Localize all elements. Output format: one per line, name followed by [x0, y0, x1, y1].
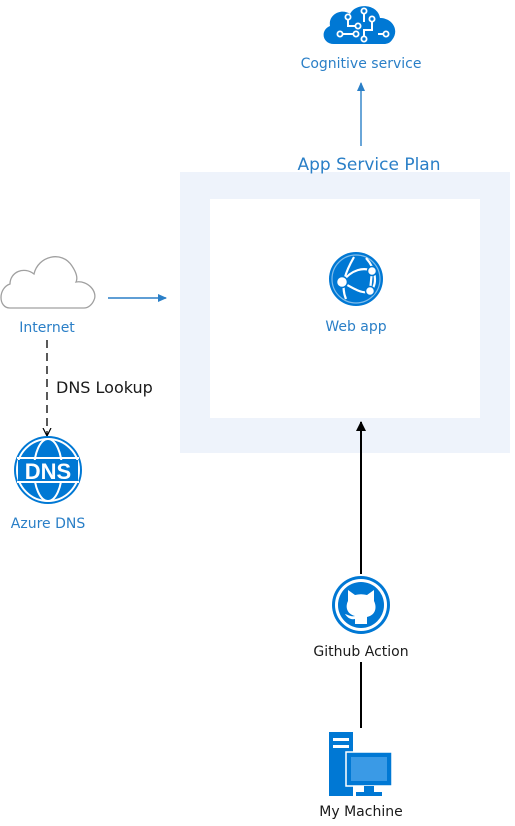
my-machine-label: My Machine: [319, 804, 403, 820]
app-service-plan-title: App Service Plan: [297, 155, 441, 175]
azure-dns-label: Azure DNS: [10, 516, 86, 532]
cognitive-service-label: Cognitive service: [300, 56, 422, 72]
github-action-label: Github Action: [313, 644, 409, 660]
globe-network-icon: [329, 252, 383, 306]
dns-globe-icon: DNS: [14, 436, 82, 504]
computer-server-icon: [329, 732, 393, 796]
internet-label: Internet: [19, 320, 75, 336]
web-app-box: [210, 199, 480, 418]
svg-text:DNS: DNS: [25, 459, 71, 484]
web-app-label: Web app: [325, 319, 387, 335]
dns-lookup-label: DNS Lookup: [56, 378, 153, 397]
github-octocat-icon: [332, 576, 390, 634]
cloud-icon: [0, 256, 96, 309]
brain-cloud-icon: [323, 6, 396, 44]
